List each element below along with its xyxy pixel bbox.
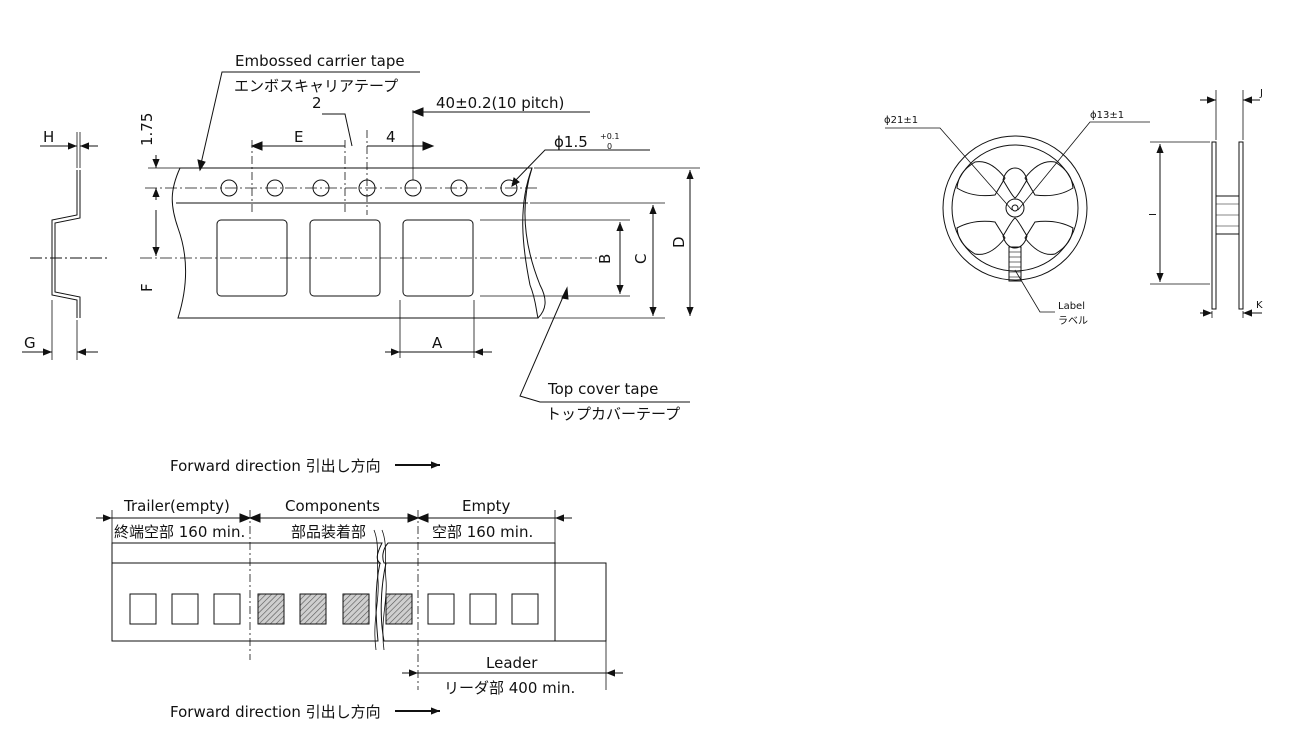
trailer-label: Trailer(empty) [123, 497, 230, 515]
reel-label-jp: ラベル [1058, 315, 1088, 327]
tape-layout-diagram [96, 461, 623, 715]
dim-a-label: A [432, 334, 443, 352]
dim-f-label: F [138, 283, 156, 292]
sprocket-hole [266, 179, 284, 197]
dim-g-label: G [24, 334, 36, 352]
cover-tape-label-jp: トップカバーテープ [546, 405, 680, 423]
reel-labels: ϕ21±1 ϕ13±1 Label ラベル I J K [884, 88, 1263, 327]
trailer-label-jp: 終端空部 160 min. [114, 523, 245, 541]
dim-c-label: C [632, 254, 650, 264]
dim-4-label: 4 [386, 128, 396, 146]
hole-tol-minus: 0 [607, 142, 612, 151]
reel-side-view [1150, 90, 1262, 318]
components-label: Components [285, 497, 380, 515]
sprocket-hole [450, 179, 468, 197]
forward-direction-bottom: Forward direction 引出し方向 [170, 703, 381, 721]
dim-13-label: ϕ13±1 [1090, 110, 1124, 121]
layout-labels: Forward direction 引出し方向 Trailer(empty) 終… [114, 457, 575, 721]
empty-label: Empty [462, 497, 510, 515]
sprocket-hole [500, 179, 518, 197]
dim-k-label: K [1256, 300, 1263, 311]
sprocket-hole [312, 179, 330, 197]
hole-tol-plus: +0.1 [600, 132, 619, 141]
reel-label-en: Label [1058, 301, 1085, 312]
embossed-tape-view [140, 71, 700, 403]
dim-2-label: 2 [312, 94, 322, 112]
components-label-jp: 部品装着部 [291, 523, 366, 541]
leader-label: Leader [486, 654, 538, 672]
pitch-label: 40±0.2(10 pitch) [436, 94, 564, 112]
tape-labels: Embossed carrier tape エンボスキャリアテープ 2 40±0… [24, 52, 688, 423]
empty-label-jp: 空部 160 min. [432, 523, 533, 541]
forward-direction-top: Forward direction 引出し方向 [170, 457, 381, 475]
dim-b-label: B [596, 254, 614, 264]
dim-21-label: ϕ21±1 [884, 115, 918, 126]
dim-j-label: J [1259, 88, 1263, 99]
embossed-tape-label-jp: エンボスキャリアテープ [234, 77, 398, 95]
embossed-tape-label: Embossed carrier tape [235, 52, 405, 70]
cover-tape-label: Top cover tape [547, 380, 658, 398]
sprocket-hole [220, 179, 238, 197]
hole-diameter-label: ϕ1.5 [554, 133, 588, 151]
dim-175-label: 1.75 [138, 113, 156, 146]
dim-d-label: D [670, 236, 688, 248]
leader-label-jp: リーダ部 400 min. [444, 679, 575, 697]
dim-h-label: H [43, 128, 54, 146]
reel-front-view [885, 121, 1150, 313]
dim-i-label: I [1148, 213, 1159, 216]
tape-side-profile [22, 132, 110, 360]
dim-e-label: E [294, 128, 303, 146]
